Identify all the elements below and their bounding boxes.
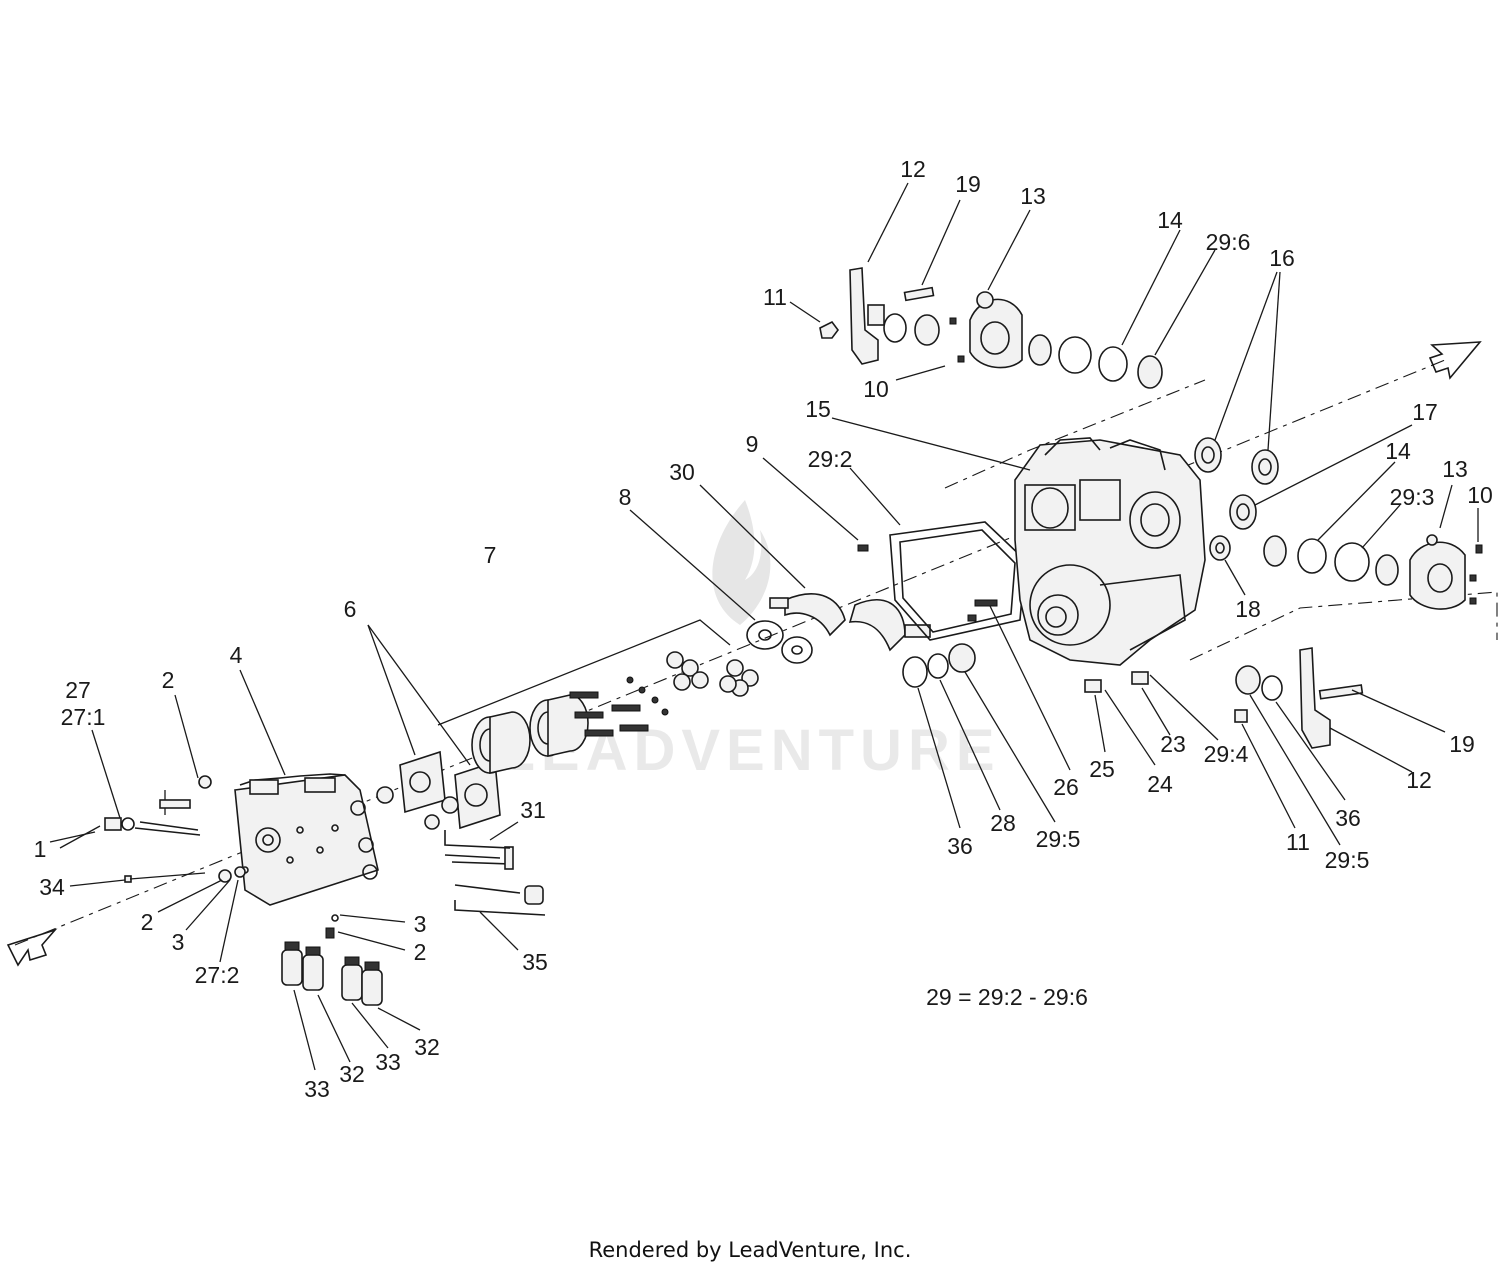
callout-label: 29:5 xyxy=(1036,826,1081,852)
gasket xyxy=(889,521,1026,641)
watermark: LEADVENTURE xyxy=(499,500,995,783)
callout-label: 30 xyxy=(669,459,695,485)
callout-label: 3 xyxy=(172,929,185,955)
callout-label: 28 xyxy=(990,810,1016,836)
kit-note: 29 = 29:2 - 29:6 xyxy=(926,984,1088,1010)
callout-label: 26 xyxy=(1053,774,1079,800)
callout-label: 12 xyxy=(900,156,926,182)
callout-label: 27:2 xyxy=(195,962,240,988)
callout-label: 23 xyxy=(1160,731,1186,757)
callout-label: 4 xyxy=(230,642,243,668)
callout-label: 2 xyxy=(162,667,175,693)
callout-label: 16 xyxy=(1269,245,1295,271)
valve-body-assembly xyxy=(104,773,546,1006)
callout-label: 19 xyxy=(955,171,981,197)
callout-label: 29:3 xyxy=(1390,484,1435,510)
callout-label: 2 xyxy=(414,939,427,965)
callout-label: 32 xyxy=(339,1061,365,1087)
callout-label: 25 xyxy=(1089,756,1115,782)
callout-label: 31 xyxy=(520,797,546,823)
callout-label: 11 xyxy=(763,284,787,310)
callout-label: 35 xyxy=(522,949,548,975)
callout-label: 13 xyxy=(1442,456,1468,482)
callout-label: 18 xyxy=(1235,596,1261,622)
flow-arrows xyxy=(6,341,1482,967)
callout-label: 27:1 xyxy=(61,704,106,730)
bearings xyxy=(1194,437,1279,561)
footer-credit: Rendered by LeadVenture, Inc. xyxy=(588,1238,912,1262)
callout-label: 13 xyxy=(1020,183,1046,209)
flow-arrow-right-icon xyxy=(1428,341,1482,380)
callout-label: 27 xyxy=(65,677,91,703)
callout-label: 7 xyxy=(484,542,497,568)
lower-control-group xyxy=(1234,647,1364,749)
callout-label: 24 xyxy=(1147,771,1173,797)
callout-label: 12 xyxy=(1406,767,1432,793)
callout-label: 17 xyxy=(1412,399,1438,425)
right-seal-group xyxy=(1263,534,1483,610)
callout-label: 10 xyxy=(863,376,889,402)
end-plates xyxy=(376,750,501,830)
watermark-flame-icon xyxy=(712,500,771,625)
callout-label: 33 xyxy=(304,1076,330,1102)
callout-label: 2 xyxy=(141,909,154,935)
callout-label: 8 xyxy=(619,484,632,510)
shaft-assembly xyxy=(746,544,931,664)
callout-label: 29:4 xyxy=(1204,741,1249,767)
flow-arrow-left-icon xyxy=(6,928,58,967)
top-control-group xyxy=(819,267,1163,389)
solenoid-group xyxy=(281,914,383,1006)
callout-label: 29:2 xyxy=(808,446,853,472)
rotating-group xyxy=(437,619,759,775)
axis-lines xyxy=(14,359,1498,946)
callout-label: 3 xyxy=(414,911,427,937)
callout-label: 33 xyxy=(375,1049,401,1075)
pump-housing xyxy=(1014,437,1206,693)
lower-seal-group xyxy=(902,599,998,688)
callout-label: 34 xyxy=(39,874,65,900)
callout-label: 15 xyxy=(805,396,831,422)
callout-label: 10 xyxy=(1467,482,1493,508)
callout-label: 36 xyxy=(1335,805,1361,831)
callout-label: 11 xyxy=(1286,829,1310,855)
callout-labels: 1 2 2 2 3 3 4 6 7 8 9 10 10 11 11 12 12 … xyxy=(34,156,1493,1102)
leader-lines xyxy=(49,182,1479,1071)
callout-label: 36 xyxy=(947,833,973,859)
callout-label: 14 xyxy=(1385,438,1411,464)
callout-label: 9 xyxy=(746,431,759,457)
callout-label: 19 xyxy=(1449,731,1475,757)
callout-label: 6 xyxy=(344,596,357,622)
callout-label: 14 xyxy=(1157,207,1183,233)
callout-label: 32 xyxy=(414,1034,440,1060)
callout-label: 1 xyxy=(34,836,47,862)
callout-label: 29:6 xyxy=(1206,229,1251,255)
callout-label: 29:5 xyxy=(1325,847,1370,873)
